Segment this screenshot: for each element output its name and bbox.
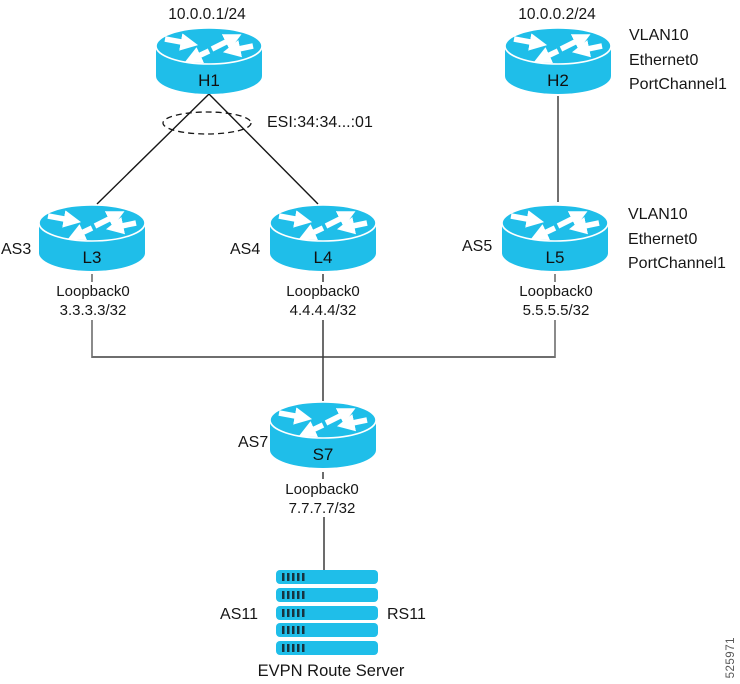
l4-as-label: AS4 [230, 241, 261, 258]
l5-port-portchannel: PortChannel1 [628, 255, 726, 272]
router-l5-label: L5 [545, 248, 565, 267]
l5-as-label: AS5 [462, 238, 493, 255]
link-h1-l4 [208, 93, 319, 205]
h2-port-ethernet: Ethernet0 [629, 51, 699, 69]
router-l3-label: L3 [82, 248, 102, 267]
routeserver-as-label: AS11 [220, 606, 258, 623]
server-ticks-icon [282, 608, 305, 617]
server-bar [276, 605, 378, 620]
l3-loopback-label: Loopback0 3.3.3.3/32 [56, 283, 130, 319]
server-ticks-icon [282, 626, 305, 635]
routeserver-caption: EVPN Route Server [257, 662, 405, 680]
l3-as-label: AS3 [1, 241, 32, 258]
server-bar [276, 587, 378, 602]
router-l4: L4 [268, 203, 378, 273]
h2-port-vlan: VLAN10 [629, 27, 689, 44]
s7-as-label: AS7 [238, 434, 269, 451]
router-s7-label: S7 [312, 445, 334, 464]
l5-ports-label: VLAN10 Ethernet0 PortChannel1 [628, 203, 726, 277]
h2-ports-label: VLAN10 Ethernet0 PortChannel1 [629, 24, 727, 98]
router-h2-label: H2 [547, 71, 569, 90]
router-h1-label: H1 [198, 71, 220, 90]
router-h2: H2 [503, 26, 613, 96]
routeserver-name-label: RS11 [387, 606, 426, 623]
esi-label: ESI:34:34...:01 [267, 114, 373, 131]
l5-port-vlan: VLAN10 [628, 206, 688, 223]
server-ticks-icon [282, 644, 305, 652]
l5-port-ethernet: Ethernet0 [628, 230, 698, 248]
router-h1: H1 [154, 26, 264, 96]
server-ticks-icon [282, 590, 305, 599]
l4-loopback-label: Loopback0 4.4.4.4/32 [286, 283, 360, 319]
link-h1-l3 [96, 93, 210, 205]
figure-number: 525971 [725, 636, 737, 678]
server-bar [276, 623, 378, 638]
h1-ip-label: 10.0.0.1/24 [168, 6, 246, 23]
h2-port-portchannel: PortChannel1 [629, 76, 727, 93]
route-server-icon [276, 570, 378, 655]
server-bar [276, 641, 378, 655]
esi-ellipse [162, 111, 252, 135]
link-s7-routeserver [322, 472, 325, 570]
l5-loopback-label: Loopback0 5.5.5.5/32 [519, 283, 593, 319]
s7-loopback-label: Loopback0 7.7.7.7/32 [285, 481, 359, 517]
router-s7: S7 [268, 400, 378, 470]
h2-ip-label: 10.0.0.2/24 [518, 6, 596, 23]
server-bar [276, 570, 378, 584]
router-l4-label: L4 [313, 248, 333, 267]
router-l3: L3 [37, 203, 147, 273]
server-ticks-icon [282, 573, 305, 581]
router-l5: L5 [500, 203, 610, 273]
